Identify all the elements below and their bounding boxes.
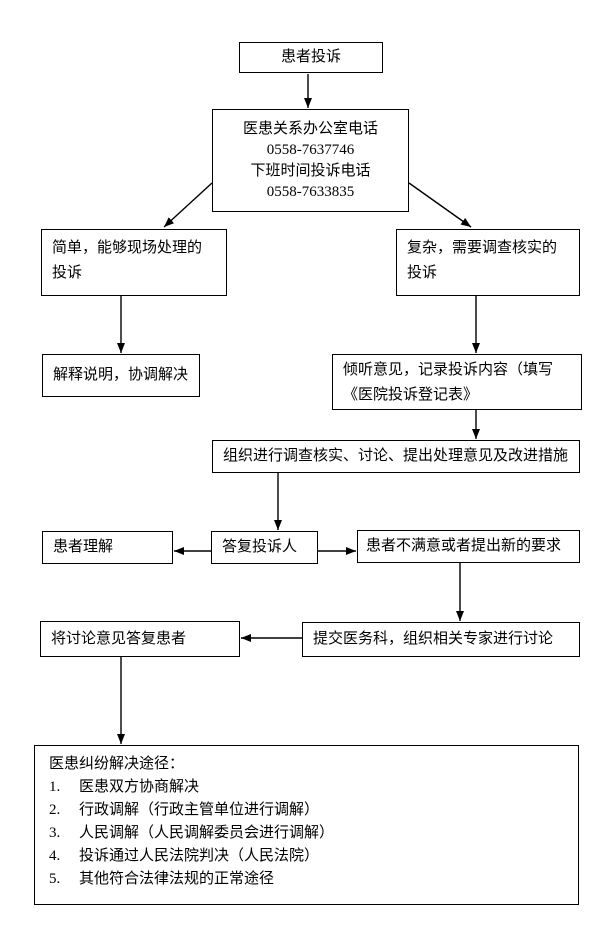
- node-complex-complaint: 复杂，需要调查核实的投诉: [396, 229, 580, 296]
- item-text: 医患双方协商解决: [79, 779, 200, 795]
- office-phone-line1: 医患关系办公室电话: [242, 120, 378, 137]
- explain-resolve-label: 解释说明，协调解决: [53, 367, 189, 383]
- patient-complaint-label: 患者投诉: [280, 49, 341, 65]
- node-simple-complaint: 简单，能够现场处理的投诉: [41, 229, 227, 296]
- edge-phone-to-simple: [163, 182, 213, 228]
- item-text: 投诉通过人民法院判决（人民法院）: [79, 848, 320, 864]
- node-patient-unsatisfied: 患者不满意或者提出新的要求: [357, 530, 580, 563]
- item-number: 3.: [49, 825, 61, 841]
- node-patient-complaint: 患者投诉: [239, 42, 383, 73]
- dispute-resolution-item: 3. 人民调解（人民调解委员会进行调解）: [49, 822, 568, 845]
- item-text: 人民调解（人民调解委员会进行调解）: [79, 825, 335, 841]
- organize-investigation-label: 组织进行调查核实、讨论、提出处理意见及改进措施: [223, 448, 569, 464]
- item-number: 5.: [49, 871, 61, 887]
- complex-complaint-label: 复杂，需要调查核实的投诉: [407, 240, 558, 281]
- dispute-resolution-title: 医患纠纷解决途径：: [49, 756, 185, 772]
- node-reply-complainant: 答复投诉人: [211, 531, 318, 564]
- dispute-resolution-item: 2. 行政调解（行政主管单位进行调解）: [49, 799, 568, 822]
- reply-complainant-label: 答复投诉人: [222, 539, 298, 555]
- dispute-resolution-item: 4. 投诉通过人民法院判决（人民法院）: [49, 845, 568, 868]
- node-explain-resolve: 解释说明，协调解决: [42, 354, 200, 397]
- simple-complaint-label: 简单，能够现场处理的投诉: [52, 240, 203, 281]
- office-phone-line4: 0558-7633835: [266, 183, 355, 200]
- item-number: 2.: [49, 802, 61, 818]
- item-number: 1.: [49, 779, 61, 795]
- office-phone-line2: 0558-7637746: [266, 141, 355, 158]
- dispute-resolution-item: 1. 医患双方协商解决: [49, 776, 568, 799]
- listen-record-label: 倾听意见，记录投诉内容（填写《医院投诉登记表》: [343, 362, 554, 403]
- node-office-phone: 医患关系办公室电话 0558-7637746 下班时间投诉电话 0558-763…: [212, 109, 409, 212]
- office-phone-line3: 下班时间投诉电话: [250, 162, 371, 179]
- node-organize-investigation: 组织进行调查核实、讨论、提出处理意见及改进措施: [212, 440, 580, 473]
- item-text: 其他符合法律法规的正常途径: [79, 871, 275, 887]
- patient-unsatisfied-label: 患者不满意或者提出新的要求: [366, 538, 562, 554]
- reply-discussion-opinions-label: 将讨论意见答复患者: [51, 630, 187, 647]
- node-reply-discussion-opinions: 将讨论意见答复患者: [40, 621, 240, 657]
- item-number: 4.: [49, 848, 61, 864]
- item-text: 行政调解（行政主管单位进行调解）: [79, 802, 320, 818]
- node-patient-understands: 患者理解: [42, 531, 173, 564]
- patient-understands-label: 患者理解: [53, 539, 114, 555]
- node-dispute-resolution: 医患纠纷解决途径： 1. 医患双方协商解决 2. 行政调解（行政主管单位进行调解…: [34, 745, 579, 905]
- submit-medical-dept-label: 提交医务科，组织相关专家进行讨论: [313, 631, 554, 647]
- node-listen-record: 倾听意见，记录投诉内容（填写《医院投诉登记表》: [332, 354, 582, 410]
- edge-phone-to-complex: [408, 182, 472, 228]
- node-submit-medical-dept: 提交医务科，组织相关专家进行讨论: [302, 622, 580, 657]
- dispute-resolution-item: 5. 其他符合法律法规的正常途径: [49, 868, 568, 891]
